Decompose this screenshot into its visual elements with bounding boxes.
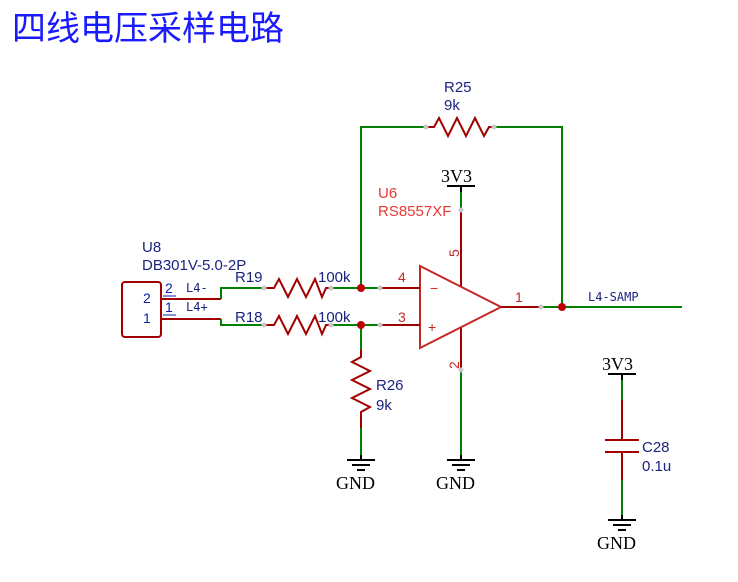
connector-u8-body bbox=[121, 281, 162, 338]
pin-end-dot bbox=[458, 367, 464, 373]
connector-u8-pin1-number: 1 bbox=[143, 310, 151, 326]
connector-u8-pin1-label: 1 bbox=[165, 299, 173, 315]
resistor-r26[interactable]: R26 9k bbox=[349, 350, 404, 428]
opamp-u6-pin1-number: 1 bbox=[515, 289, 523, 305]
net-label-l4-samp: L4-SAMP bbox=[588, 290, 639, 304]
power-3v3-opamp: 3V3 bbox=[441, 166, 475, 192]
power-3v3-label: 3V3 bbox=[441, 166, 472, 186]
opamp-u6-pin3-number: 3 bbox=[398, 309, 406, 325]
net-label-l4-plus: L4+ bbox=[186, 300, 208, 314]
connector-u8-refdes: U8 bbox=[142, 239, 161, 256]
resistor-r26-body bbox=[349, 350, 373, 428]
wire-u8-to-r18 bbox=[220, 319, 264, 326]
pin-end-dot bbox=[328, 322, 334, 328]
connector-u8-pin2-number: 2 bbox=[143, 290, 151, 306]
connector-u8-pin2-label: 2 bbox=[165, 280, 173, 296]
page-title: 四线电压采样电路 bbox=[12, 9, 284, 49]
junction-dot bbox=[558, 303, 566, 311]
resistor-r18-value: 100k bbox=[318, 309, 351, 326]
opamp-u6-minus-sign: − bbox=[430, 280, 438, 296]
pin-end-markers bbox=[261, 124, 544, 373]
opamp-u6-body bbox=[419, 264, 504, 350]
pin-end-dot bbox=[491, 124, 497, 130]
pin-end-dot bbox=[261, 322, 267, 328]
junction-dot bbox=[357, 284, 365, 292]
resistor-r25-value: 9k bbox=[444, 97, 460, 114]
resistor-r19-body bbox=[264, 276, 331, 300]
resistor-r26-value: 9k bbox=[376, 397, 392, 414]
opamp-u6-plus-sign: + bbox=[428, 319, 436, 335]
connector-u8[interactable]: 2 1 2 1 U8 DB301V-5.0-2P bbox=[121, 239, 246, 338]
opamp-u6-pin4-number: 4 bbox=[398, 269, 406, 285]
pin-end-dot bbox=[377, 322, 383, 328]
pin-end-dot bbox=[458, 207, 464, 213]
resistor-r19[interactable]: R19 100k bbox=[235, 269, 351, 300]
resistor-r25[interactable]: R25 9k bbox=[426, 79, 494, 139]
power-3v3-cap: 3V3 bbox=[602, 354, 636, 380]
capacitor-c28-refdes: C28 bbox=[642, 439, 670, 456]
gnd-label: GND bbox=[336, 473, 375, 493]
resistor-r18-refdes: R18 bbox=[235, 309, 263, 326]
capacitor-c28[interactable]: C28 0.1u bbox=[605, 400, 671, 480]
pin-end-dot bbox=[423, 124, 429, 130]
opamp-u6-pin2-number: 2 bbox=[446, 361, 462, 369]
gnd-label: GND bbox=[597, 533, 636, 553]
junction-dot bbox=[357, 321, 365, 329]
wire-u8-to-r19 bbox=[220, 287, 264, 299]
connector-u8-value: DB301V-5.0-2P bbox=[142, 257, 246, 274]
wire-feedback-right bbox=[494, 126, 563, 307]
gnd-label: GND bbox=[436, 473, 475, 493]
pin-end-dot bbox=[538, 304, 544, 310]
resistor-r18[interactable]: R18 100k bbox=[235, 309, 351, 337]
opamp-u6-value: RS8557XF bbox=[378, 203, 451, 220]
pin-end-dot bbox=[261, 285, 267, 291]
resistor-r25-refdes: R25 bbox=[444, 79, 472, 96]
pin-end-dot bbox=[377, 285, 383, 291]
resistor-r18-body bbox=[264, 313, 331, 337]
resistor-r25-body bbox=[426, 115, 494, 139]
opamp-u6-refdes: U6 bbox=[378, 185, 397, 202]
wire-feedback-left bbox=[360, 126, 426, 288]
gnd-opamp: GND bbox=[436, 455, 475, 493]
opamp-u6[interactable]: − + 4 3 1 5 2 U6 RS8557XF bbox=[378, 185, 541, 370]
resistor-r19-value: 100k bbox=[318, 269, 351, 286]
resistor-r19-refdes: R19 bbox=[235, 269, 263, 286]
pin-end-dot bbox=[328, 285, 334, 291]
resistor-r26-refdes: R26 bbox=[376, 377, 404, 394]
capacitor-c28-value: 0.1u bbox=[642, 458, 671, 475]
opamp-u6-pin5-number: 5 bbox=[446, 249, 462, 257]
gnd-cap: GND bbox=[597, 515, 636, 553]
net-label-l4-minus: L4- bbox=[186, 281, 208, 295]
junctions bbox=[357, 284, 566, 329]
power-3v3-label: 3V3 bbox=[602, 354, 633, 374]
gnd-r26: GND bbox=[336, 455, 375, 493]
